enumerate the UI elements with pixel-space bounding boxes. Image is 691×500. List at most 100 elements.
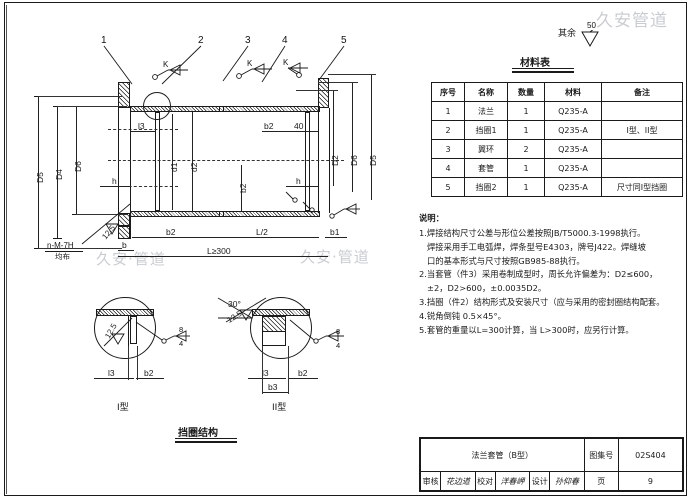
header-name: 名称: [464, 82, 508, 102]
weld-symbol-k-1: K: [163, 60, 169, 69]
detail-1-dim-l3-label: l3: [108, 368, 115, 378]
title-block-design-signature: 孙仰春: [549, 471, 585, 491]
details-section-title: 挡圈结构: [178, 428, 218, 439]
cell-no: 3: [431, 139, 465, 159]
detail-1-ext-line: [137, 346, 138, 380]
cell-qty: 1: [507, 101, 545, 121]
detail-1-weld-symbol: [135, 321, 190, 344]
sleeve-left-inner: [130, 112, 131, 211]
title-block-design-label: 设计: [529, 471, 551, 491]
cell-mat: Q235-A: [544, 120, 602, 140]
cell-qty: 1: [507, 177, 545, 197]
detail-1-dim-b2-line: [136, 378, 164, 379]
note-item-3: 3.挡圈（件2）结构形式及安装尺寸（应与采用的密封圈结构配套。: [419, 297, 665, 308]
cell-name: 套管: [464, 158, 508, 178]
dim-d6-line-right: [352, 82, 353, 192]
dim-d5-line-right: [371, 74, 372, 200]
dim-d5-line: [38, 96, 39, 248]
header-no: 序号: [431, 82, 465, 102]
cell-remark: [601, 139, 683, 159]
dim-d6-label: D6: [73, 161, 83, 172]
note-item-1: 1.焊接结构尺寸公差与形位公差按照JB/T5000.3-1998执行。: [419, 227, 646, 238]
header-qty: 数量: [507, 82, 545, 102]
cell-qty: 1: [507, 158, 545, 178]
detail-1-ext-line: [128, 346, 129, 380]
callout-5: 5: [341, 35, 347, 46]
dim-l3-line: [131, 131, 156, 132]
note-item-4: 4.锐角倒钝 0.5×45°。: [419, 311, 506, 322]
detail-2-plate: [252, 309, 310, 316]
dim-b1-line: [325, 237, 347, 238]
wing-ring-left-bottom: [219, 211, 224, 217]
dim-d4-label: D4: [54, 169, 64, 180]
detail-2-dim-b3-label: b3: [268, 382, 278, 392]
left-flange-top: [118, 82, 130, 108]
cell-name: 翼环: [464, 139, 508, 159]
thread-note-underline: [45, 251, 83, 252]
dim-d2-line: [333, 90, 334, 186]
dim-d6-line: [76, 106, 77, 214]
surface-finish-triangle-icon: [580, 23, 601, 53]
detail-1-roughness-leader: [103, 317, 133, 347]
dim-b-label: b: [122, 240, 127, 250]
witness-line: [328, 74, 376, 75]
cell-no: 2: [431, 120, 465, 140]
detail-2-circle: [250, 297, 312, 359]
cell-name: 挡圈1: [464, 120, 508, 140]
title-block-check-signature: 洋春岬: [494, 471, 531, 491]
note-item-2: 2.当套管（件3）采用卷制成型时，周长允许偏差为：D2≤600，: [419, 269, 658, 280]
detail-2-caption: II型: [272, 403, 287, 413]
dim-b2-vert-line: [241, 165, 242, 211]
dim-l-total-label: L≥300: [207, 246, 231, 256]
weld-symbol-k-3: K: [283, 58, 289, 67]
cell-remark: 尺寸同I型挡圈: [601, 177, 683, 197]
note-item-1-cont-1: 焊接采用手工电弧焊，焊条型号E4303，牌号J422。焊缝坡: [427, 241, 646, 252]
table-row: 1 法兰 1 Q235-A: [431, 101, 683, 121]
title-block-check-label: 校对: [474, 471, 496, 491]
witness-line: [296, 90, 338, 91]
detail-2-dim-b3-line: [262, 392, 288, 393]
axis-centerline-lower: [108, 186, 178, 187]
cell-qty: 1: [507, 120, 545, 140]
detail-1-circle: [94, 297, 156, 359]
dim-d1-line: [172, 114, 173, 210]
table-row: 5 挡圈2 1 Q235-A 尺寸同I型挡圈: [431, 177, 683, 197]
table-row: 2 挡圈1 1 Q235-A I型、II型: [431, 120, 683, 140]
detail-2-dim-b2-line: [288, 378, 318, 379]
details-section-underline: [175, 438, 237, 443]
dim-l-half-line: [132, 237, 319, 238]
dim-d5-label-right: D5: [368, 155, 378, 166]
title-block-review-label: 审核: [419, 471, 442, 491]
note-item-2-cont-1: ±2，D2>600，±0.0035D2。: [427, 283, 547, 294]
dim-h-left-label: h: [112, 176, 117, 186]
dim-h-left-line: [100, 186, 130, 187]
dim-40-line: [288, 131, 318, 132]
dim-b2-right-line: [262, 131, 288, 132]
table-row: 4 套管 1 Q235-A: [431, 158, 683, 178]
left-flange-bottom-b: [118, 226, 130, 239]
cell-no: 5: [431, 177, 465, 197]
detail-2-angle-label: 30°: [228, 299, 241, 309]
dim-40-label: 40: [294, 121, 304, 131]
title-block-review-signature: 花边道: [440, 471, 476, 491]
callout-2: 2: [198, 35, 204, 46]
dim-tick: [53, 238, 62, 239]
right-flange-top: [318, 78, 329, 108]
cell-no: 1: [431, 101, 465, 121]
detail-2-dim-b2-label: b2: [298, 368, 308, 378]
cell-name: 法兰: [464, 101, 508, 121]
wing-ring-left: [219, 106, 224, 112]
note-item-5: 5.套管的重量以L=300计算，当 L>300时，应另行计算。: [419, 324, 634, 335]
callout-1: 1: [101, 35, 107, 46]
materials-table: 序号 名称 数量 材料 备注 1 法兰 1 Q235-A 2 挡圈1 1 Q23…: [431, 82, 683, 197]
dim-d2-inner-label: d2: [189, 162, 199, 172]
cell-mat: Q235-A: [544, 139, 602, 159]
retaining-ring-1: [155, 112, 160, 211]
table-row: 3 翼环 2 Q235-A: [431, 139, 683, 159]
retaining-ring-2: [305, 112, 310, 211]
detail-1-edge: [128, 316, 129, 346]
dim-b2-vert-label: b2: [238, 183, 248, 193]
left-flange-bottom-inner-edge: [130, 213, 131, 239]
header-mat: 材料: [544, 82, 602, 102]
